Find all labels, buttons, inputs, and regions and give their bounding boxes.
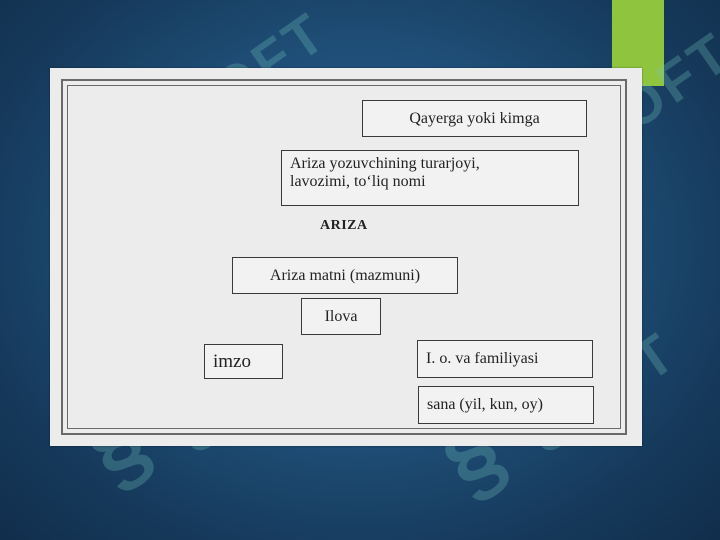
date-box: sana (yil, kun, oy) [418,386,594,424]
content-box: Ariza matni (mazmuni) [232,257,458,294]
signature-label: imzo [213,350,251,372]
document-heading: ARIZA [320,218,368,233]
recipient-box: Qayerga yoki kimga [362,100,587,137]
applicant-label-line1: Ariza yozuvchining turarjoyi, [290,155,480,172]
applicant-box: Ariza yozuvchining turarjoyi, lavozimi, … [281,150,579,206]
attachment-box: Ilova [301,298,381,335]
name-box: I. o. va familiyasi [417,340,593,378]
diagram-card: Qayerga yoki kimga Ariza yozuvchining tu… [50,68,642,446]
inner-frame [67,85,621,429]
recipient-label: Qayerga yoki kimga [409,109,540,127]
content-label: Ariza matni (mazmuni) [269,266,421,284]
applicant-label-line2: lavozimi, to‘liq nomi [290,173,426,190]
name-label: I. o. va familiyasi [426,350,539,367]
date-label: sana (yil, kun, oy) [427,396,543,413]
outer-frame [61,79,627,435]
signature-box: imzo [204,344,283,379]
attachment-label: Ilova [324,307,358,325]
